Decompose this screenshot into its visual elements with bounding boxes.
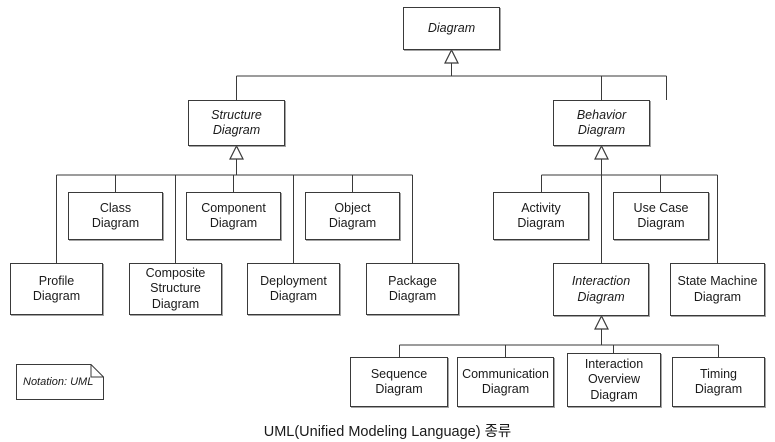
node-sequence-diagram[interactable]: Sequence Diagram bbox=[350, 357, 448, 407]
node-activity-diagram[interactable]: Activity Diagram bbox=[493, 192, 589, 240]
generalization-arrow-root bbox=[444, 48, 459, 64]
notation-note[interactable]: Notation: UML bbox=[16, 364, 104, 400]
node-activity-diagram-label: Activity Diagram bbox=[517, 200, 565, 230]
node-component-diagram[interactable]: Component Diagram bbox=[186, 192, 281, 240]
node-deployment-diagram-label: Deployment Diagram bbox=[260, 273, 327, 303]
node-timing-diagram-label: Timing Diagram bbox=[694, 366, 743, 396]
node-structure-diagram-label: Structure Diagram bbox=[211, 107, 262, 137]
node-interaction-diagram[interactable]: Interaction Diagram bbox=[553, 263, 649, 316]
node-deployment-diagram[interactable]: Deployment Diagram bbox=[247, 263, 340, 315]
node-class-diagram-label: Class Diagram bbox=[91, 200, 140, 230]
node-package-diagram[interactable]: Package Diagram bbox=[366, 263, 459, 315]
node-class-diagram[interactable]: Class Diagram bbox=[68, 192, 163, 240]
node-diagram-label: Diagram bbox=[427, 20, 476, 35]
node-communication-diagram[interactable]: Communication Diagram bbox=[457, 357, 554, 407]
node-interaction-overview-diagram-label: Interaction Overview Diagram bbox=[584, 357, 644, 402]
node-behavior-diagram[interactable]: Behavior Diagram bbox=[553, 100, 650, 146]
node-package-diagram-label: Package Diagram bbox=[388, 273, 437, 303]
node-behavior-diagram-label: Behavior Diagram bbox=[576, 107, 627, 137]
generalization-arrow-structure bbox=[229, 144, 244, 160]
node-timing-diagram[interactable]: Timing Diagram bbox=[672, 357, 765, 407]
node-component-diagram-label: Component Diagram bbox=[201, 200, 266, 230]
node-use-case-diagram[interactable]: Use Case Diagram bbox=[613, 192, 709, 240]
generalization-arrow-interaction bbox=[594, 314, 609, 330]
node-state-machine-diagram[interactable]: State Machine Diagram bbox=[670, 263, 765, 316]
node-profile-diagram[interactable]: Profile Diagram bbox=[10, 263, 103, 315]
page-title: UML(Unified Modeling Language) 종류 bbox=[0, 420, 775, 441]
notation-note-label: Notation: UML bbox=[23, 376, 94, 388]
node-profile-diagram-label: Profile Diagram bbox=[32, 273, 81, 303]
generalization-arrow-behavior bbox=[594, 144, 609, 160]
node-structure-diagram[interactable]: Structure Diagram bbox=[188, 100, 285, 146]
node-use-case-diagram-label: Use Case Diagram bbox=[633, 200, 689, 230]
node-state-machine-diagram-label: State Machine Diagram bbox=[677, 274, 758, 304]
node-sequence-diagram-label: Sequence Diagram bbox=[370, 366, 428, 396]
page-title-text: UML(Unified Modeling Language) 종류 bbox=[263, 424, 512, 440]
node-composite-structure-diagram-label: Composite Structure Diagram bbox=[145, 266, 206, 311]
node-communication-diagram-label: Communication Diagram bbox=[462, 366, 549, 396]
note-folded-corner-icon bbox=[16, 364, 104, 400]
node-composite-structure-diagram[interactable]: Composite Structure Diagram bbox=[129, 263, 222, 315]
node-object-diagram[interactable]: Object Diagram bbox=[305, 192, 400, 240]
node-diagram[interactable]: Diagram bbox=[403, 7, 500, 50]
node-object-diagram-label: Object Diagram bbox=[328, 200, 377, 230]
node-interaction-diagram-label: Interaction Diagram bbox=[571, 274, 631, 304]
node-interaction-overview-diagram[interactable]: Interaction Overview Diagram bbox=[567, 353, 661, 407]
